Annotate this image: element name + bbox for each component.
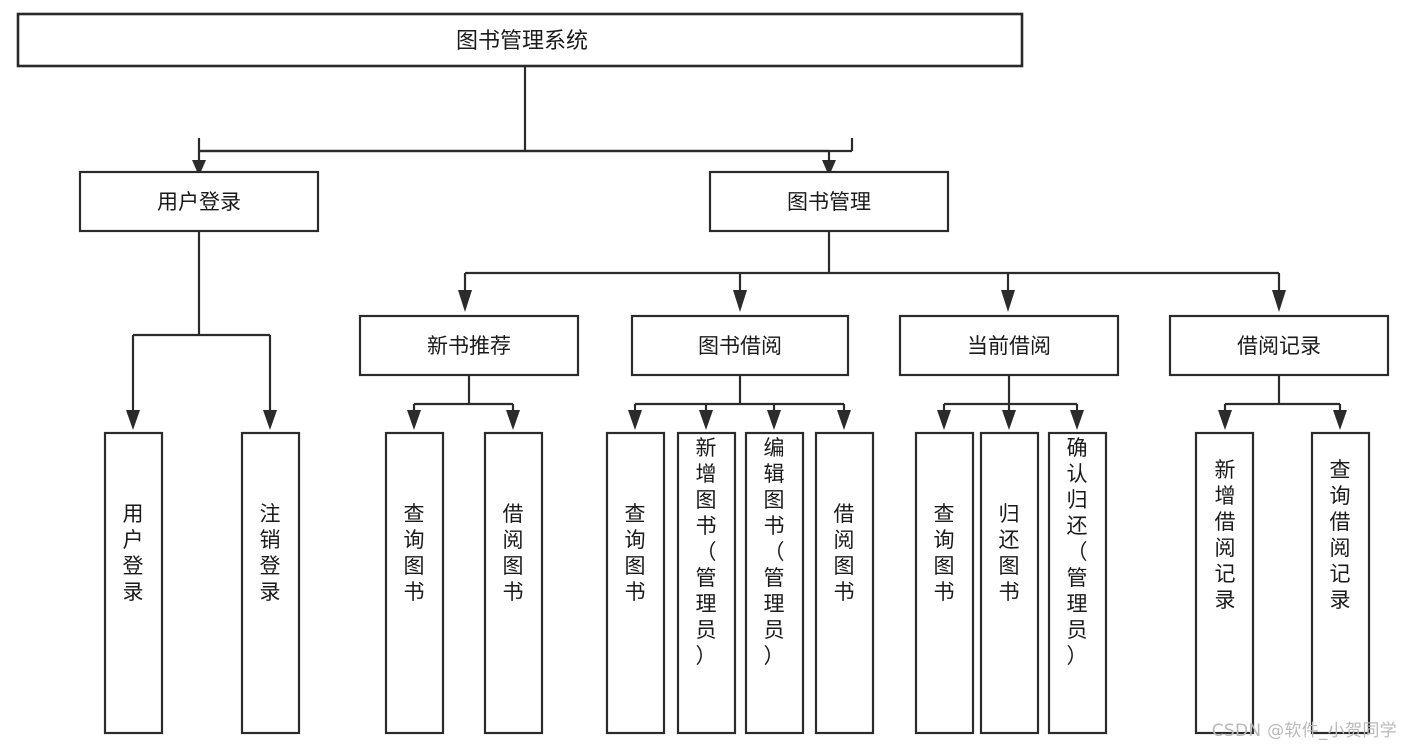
arrow-nbr-leaf1 <box>407 410 421 430</box>
node-user-login-label: 用户登录 <box>157 190 241 214</box>
leaf-label: 注销登录 <box>260 502 281 604</box>
leaf-box[interactable] <box>979 431 1040 735</box>
arrow-br-leaf1 <box>1218 410 1232 430</box>
leaf-label: 借阅图书 <box>503 502 524 604</box>
leaf-user-login-logout[interactable]: 注销登录 <box>240 431 301 735</box>
arrow-bb-leaf1 <box>628 410 642 430</box>
node-book-manage-box[interactable] <box>708 170 950 233</box>
leaf-label: 借阅图书 <box>834 502 855 604</box>
node-new-book-rec-box[interactable] <box>358 314 580 377</box>
arrow-cb-leaf3 <box>1070 410 1084 430</box>
arrow-bb-leaf4 <box>837 410 851 430</box>
node-book-manage[interactable]: 图书管理 <box>708 170 950 233</box>
arrow-borrow-record <box>1272 290 1286 312</box>
leaf-box[interactable] <box>1047 431 1108 735</box>
leaf-label: 查询借阅记录 <box>1330 458 1351 612</box>
node-borrow-record-box[interactable] <box>1168 314 1390 377</box>
leaf-box[interactable] <box>744 431 805 735</box>
connector-layer <box>126 66 1347 430</box>
node-root-label: 图书管理系统 <box>456 29 588 54</box>
leaf-user-login-login[interactable]: 用户登录 <box>103 431 164 735</box>
leaf-label: 查询图书 <box>404 502 425 604</box>
leaf-book-borrow-add[interactable]: 新增图书（管理员） <box>676 431 737 735</box>
node-book-borrow-box[interactable] <box>630 314 850 377</box>
node-root-box[interactable] <box>16 12 1024 68</box>
arrow-nbr-leaf2 <box>506 410 520 430</box>
leaf-label: 确认归还（管理员） <box>1067 436 1088 668</box>
node-current-borrow-box[interactable] <box>898 314 1120 377</box>
leaf-box[interactable] <box>240 431 301 735</box>
node-root[interactable]: 图书管理系统 <box>16 12 1024 68</box>
leaf-new-book-rec-query[interactable]: 查询图书 <box>384 431 445 735</box>
leaf-box[interactable] <box>605 431 666 735</box>
leaf-box[interactable] <box>384 431 445 735</box>
leaf-label: 归还图书 <box>999 502 1020 604</box>
leaf-label: 新增图书（管理员） <box>696 436 717 668</box>
node-book-manage-label: 图书管理 <box>787 190 871 214</box>
node-user-login[interactable]: 用户登录 <box>78 170 320 233</box>
arrow-bb-leaf2 <box>699 410 713 430</box>
arrow-user-login <box>192 160 206 176</box>
leaf-new-book-rec-borrow[interactable]: 借阅图书 <box>483 431 544 735</box>
node-user-login-box[interactable] <box>78 170 320 233</box>
leaf-current-borrow-return[interactable]: 归还图书 <box>979 431 1040 735</box>
arrow-leaf-logout <box>263 410 277 430</box>
arrow-br-leaf2 <box>1333 410 1347 430</box>
leaf-book-borrow-borrow[interactable]: 借阅图书 <box>814 431 875 735</box>
arrow-new-book-rec <box>458 290 472 312</box>
leaf-box[interactable] <box>483 431 544 735</box>
leaf-box[interactable] <box>814 431 875 735</box>
arrow-current-borrow <box>1001 290 1015 312</box>
leaf-current-borrow-confirm[interactable]: 确认归还（管理员） <box>1047 431 1108 735</box>
leaf-box[interactable] <box>676 431 737 735</box>
node-new-book-rec[interactable]: 新书推荐 <box>358 314 580 377</box>
node-current-borrow[interactable]: 当前借阅 <box>898 314 1120 377</box>
leaf-borrow-record-query[interactable]: 查询借阅记录 <box>1310 431 1371 735</box>
node-new-book-rec-label: 新书推荐 <box>427 334 511 358</box>
leaf-book-borrow-edit[interactable]: 编辑图书（管理员） <box>744 431 805 735</box>
node-borrow-record-label: 借阅记录 <box>1237 334 1321 358</box>
node-book-borrow-label: 图书借阅 <box>698 334 782 358</box>
leaf-label: 编辑图书（管理员） <box>764 436 785 668</box>
leaf-label: 查询图书 <box>625 502 646 604</box>
leaf-label: 新增借阅记录 <box>1215 458 1236 612</box>
arrow-leaf-user-login <box>126 410 140 430</box>
leaf-box[interactable] <box>1194 431 1255 735</box>
leaf-box[interactable] <box>914 431 975 735</box>
node-book-borrow[interactable]: 图书借阅 <box>630 314 850 377</box>
leaf-label: 查询图书 <box>934 502 955 604</box>
arrow-cb-leaf1 <box>937 410 951 430</box>
arrow-book-manage <box>822 160 836 176</box>
leaf-box[interactable] <box>1310 431 1371 735</box>
node-borrow-record[interactable]: 借阅记录 <box>1168 314 1390 377</box>
arrow-cb-leaf2 <box>1002 410 1016 430</box>
leaf-current-borrow-query[interactable]: 查询图书 <box>914 431 975 735</box>
arrow-bb-leaf3 <box>767 410 781 430</box>
leaf-box[interactable] <box>103 431 164 735</box>
arrow-book-borrow <box>733 290 747 312</box>
node-current-borrow-label: 当前借阅 <box>967 334 1051 358</box>
leaf-label: 用户登录 <box>123 502 144 604</box>
leaf-borrow-record-add[interactable]: 新增借阅记录 <box>1194 431 1255 735</box>
leaf-book-borrow-query[interactable]: 查询图书 <box>605 431 666 735</box>
